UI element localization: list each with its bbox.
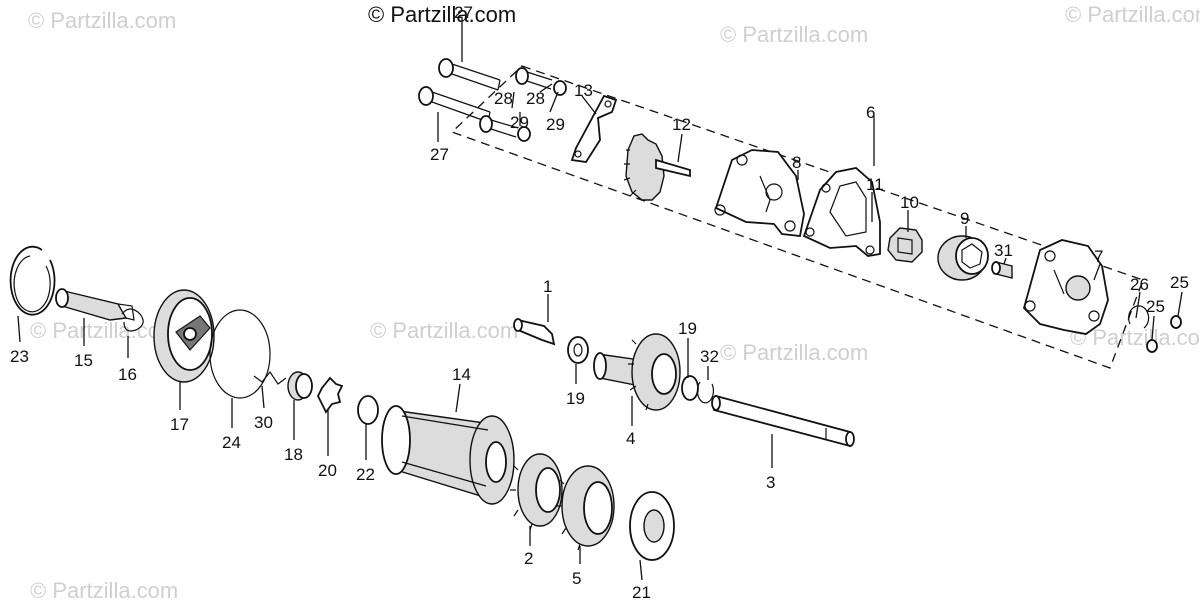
callout: 15 bbox=[74, 351, 93, 370]
leader-lines bbox=[17, 18, 1183, 581]
callout-labels: 27 27 28 28 29 29 13 12 6 8 11 10 9 31 7… bbox=[10, 3, 1189, 602]
callout: 9 bbox=[960, 209, 969, 228]
callout: 28 bbox=[494, 89, 513, 108]
washer-29-upper bbox=[553, 80, 567, 96]
callout: 24 bbox=[222, 433, 241, 452]
callout: 12 bbox=[672, 115, 691, 134]
callout: 10 bbox=[900, 193, 919, 212]
bolt-27-upper bbox=[438, 58, 501, 91]
callout: 5 bbox=[572, 569, 581, 588]
lock-plate-13 bbox=[570, 94, 618, 163]
pump-assembly-outline bbox=[450, 65, 1144, 369]
pump-plate-6 bbox=[714, 149, 805, 237]
callout: 19 bbox=[566, 389, 585, 408]
callout: 1 bbox=[543, 277, 552, 296]
bolt-28-lower bbox=[479, 115, 519, 138]
watermark: © Partzilla.com bbox=[720, 340, 868, 365]
collar-18 bbox=[287, 371, 313, 401]
callout: 7 bbox=[1094, 247, 1103, 266]
pin-1 bbox=[513, 318, 556, 346]
washer-19-right bbox=[681, 375, 699, 401]
gear-2 bbox=[510, 453, 563, 531]
spring-clip-30 bbox=[253, 370, 287, 385]
inner-rotor-10 bbox=[887, 227, 923, 263]
callout: 2 bbox=[524, 549, 533, 568]
callout: 28 bbox=[526, 89, 545, 108]
outer-rotor-9 bbox=[937, 235, 989, 281]
star-washer-20 bbox=[316, 376, 344, 414]
watermark-layer: © Partzilla.com © Partzilla.com © Partzi… bbox=[28, 2, 1200, 603]
callout: 30 bbox=[254, 413, 273, 432]
callout: 8 bbox=[792, 153, 801, 172]
drive-gear-12 bbox=[623, 133, 691, 201]
callout: 16 bbox=[118, 365, 137, 384]
callout: 32 bbox=[700, 347, 719, 366]
callout: 27 bbox=[454, 3, 473, 22]
washer-29-lower bbox=[517, 126, 531, 142]
watermark: © Partzilla.com bbox=[1065, 2, 1200, 27]
o-ring-24 bbox=[209, 309, 271, 399]
gasket-11 bbox=[802, 167, 881, 257]
callout: 22 bbox=[356, 465, 375, 484]
copyright-notice: © Partzilla.com bbox=[368, 2, 516, 27]
callout: 17 bbox=[170, 415, 189, 434]
callout: 23 bbox=[10, 347, 29, 366]
starter-drum-17 bbox=[153, 289, 215, 383]
washer-19-left bbox=[567, 336, 589, 364]
shaft-3 bbox=[711, 394, 855, 448]
callout: 29 bbox=[546, 115, 565, 134]
gear-5 bbox=[556, 465, 615, 551]
bolt-27-lower bbox=[418, 86, 491, 123]
callout: 4 bbox=[626, 429, 635, 448]
callout: 27 bbox=[430, 145, 449, 164]
callout: 18 bbox=[284, 445, 303, 464]
kick-shaft-15 bbox=[55, 288, 135, 321]
washer-25-lower bbox=[1146, 339, 1158, 353]
callout: 20 bbox=[318, 461, 337, 480]
callout: 29 bbox=[510, 113, 529, 132]
watermark: © Partzilla.com bbox=[30, 578, 178, 603]
clip-32 bbox=[696, 381, 714, 404]
splined-washer-21 bbox=[629, 491, 675, 561]
watermark: © Partzilla.com bbox=[370, 318, 518, 343]
callout: 3 bbox=[766, 473, 775, 492]
callout: 21 bbox=[632, 583, 651, 602]
callout: 19 bbox=[678, 319, 697, 338]
callout: 6 bbox=[866, 103, 875, 122]
watermark: © Partzilla.com bbox=[28, 8, 176, 33]
circlip-26 bbox=[1128, 305, 1150, 329]
callout: 31 bbox=[994, 241, 1013, 260]
callout: 14 bbox=[452, 365, 471, 384]
callout: 13 bbox=[574, 81, 593, 100]
callout: 25 bbox=[1170, 273, 1189, 292]
clutch-housing-14 bbox=[381, 405, 515, 505]
spring-16 bbox=[121, 308, 144, 332]
washer-25-upper bbox=[1170, 315, 1182, 329]
pin-31 bbox=[991, 261, 1013, 279]
driven-gear-4 bbox=[593, 333, 681, 411]
callout: 25 bbox=[1146, 297, 1165, 316]
circlip-23 bbox=[9, 245, 56, 316]
callout: 11 bbox=[866, 175, 884, 194]
callout: 26 bbox=[1130, 275, 1149, 294]
pump-body-7 bbox=[1022, 239, 1109, 335]
watermark: © Partzilla.com bbox=[720, 22, 868, 47]
bolt-28-upper bbox=[515, 67, 553, 90]
washer-22 bbox=[357, 395, 379, 425]
